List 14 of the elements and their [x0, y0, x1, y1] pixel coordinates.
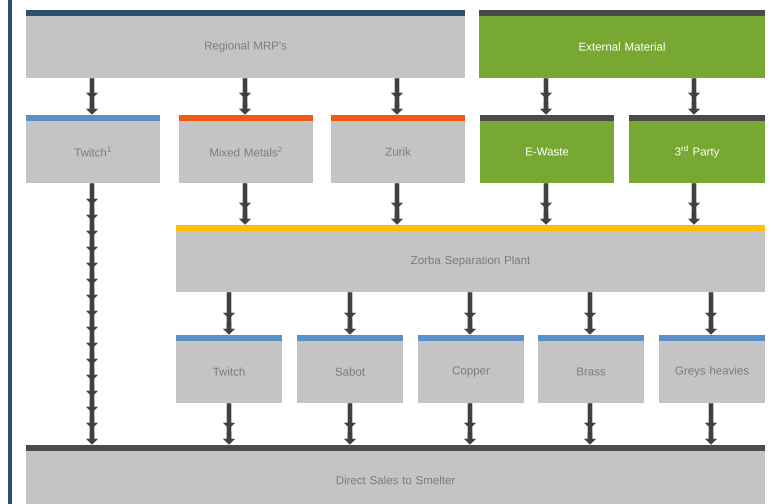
- process-box: E-Waste: [480, 115, 614, 183]
- process-box: Copper: [418, 335, 524, 403]
- process-box: Direct Sales to Smelter: [26, 445, 765, 504]
- process-box: Brass: [538, 335, 644, 403]
- process-box: Mixed Metals$^{2}$: [179, 115, 313, 183]
- process-box: Zurik: [331, 115, 465, 183]
- process-box: Twitch: [176, 335, 282, 403]
- process-box: External Material: [479, 10, 765, 78]
- process-box: 3$^{rd}$ Party: [629, 115, 765, 183]
- process-box: Greys heavies: [659, 335, 765, 403]
- process-box: Twitch$^{1}$: [26, 115, 160, 183]
- process-box: Regional MRP's: [26, 10, 465, 78]
- process-box: Sabot: [297, 335, 403, 403]
- process-box: Zorba Separation Plant: [176, 225, 765, 292]
